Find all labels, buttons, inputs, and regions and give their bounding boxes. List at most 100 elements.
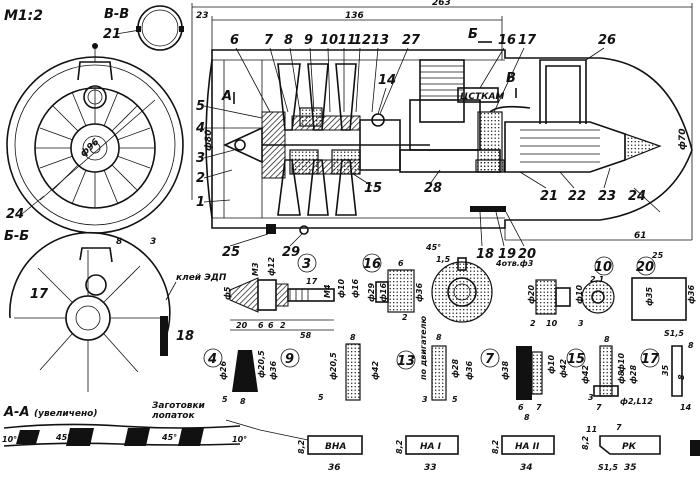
callout-17-bb: 17 [30, 287, 49, 302]
p15-d28: ф28 [629, 364, 638, 384]
callout-14: 14 [378, 73, 396, 88]
callout-10: 10 [320, 33, 338, 48]
part-13-id: 13 [397, 354, 415, 369]
callout-12: 12 [353, 33, 371, 48]
p17-8a: 8 [688, 341, 694, 350]
engine-label: ЦСТКАМ [460, 92, 504, 102]
p13-d36: ф36 [465, 360, 474, 380]
part-7-id: 7 [485, 352, 495, 367]
p3-d5: ф5 [223, 286, 232, 300]
p16-d36: ф36 [415, 282, 424, 302]
p15-d2: ф2,L12 [620, 397, 653, 406]
callout-6: 6 [230, 33, 239, 48]
blade-3-name: НА II [515, 442, 540, 452]
callout-7: 7 [264, 33, 274, 48]
section-b-marker: Б [468, 27, 478, 42]
p10-10: 10 [546, 319, 558, 328]
p16-d29: ф29 [367, 282, 376, 302]
callout-5: 5 [196, 99, 205, 114]
callout-11: 11 [338, 33, 356, 48]
front-view: ф96 24 [6, 43, 184, 234]
part-20: 20 25 ф35 ф36 [631, 251, 696, 321]
callout-18-bb: 18 [176, 329, 194, 344]
part-9: 9 8 ф20,5 ф42 5 [280, 333, 380, 402]
callout-21: 21 [540, 189, 558, 204]
p16-6: 6 [398, 259, 404, 268]
section-aa: А-А (увеличено) Заготовки лопаток 10° 45… [2, 401, 247, 447]
dim-length: 136 [345, 11, 364, 21]
callout-22: 22 [568, 189, 586, 204]
section-vv-label: В-В [104, 7, 129, 22]
p7-d10: ф10 [547, 354, 556, 374]
section-bb: Б-Б 8 3 17 18 клей ЭДП [4, 229, 227, 392]
callout-13: 13 [371, 33, 389, 48]
blanks-line2: лопаток [152, 411, 195, 421]
p4-8: 8 [240, 397, 246, 406]
part-3-id: 3 [302, 257, 311, 272]
p3-m4: М4 [323, 284, 332, 298]
p15-7: 7 [596, 403, 602, 412]
p3-m3: М3 [251, 262, 260, 276]
p17-35: 35 [661, 364, 670, 376]
blade-4-w: 35 [624, 463, 637, 473]
part-20-id: 20 [636, 260, 654, 275]
p3-d16: ф16 [351, 278, 360, 298]
blade-1-h: 8,2 [297, 439, 306, 454]
p16-d16: ф16 [379, 282, 388, 302]
part-15-id: 15 [567, 352, 585, 367]
p10-d10: ф10 [575, 284, 584, 304]
section-bb-label: Б-Б [4, 229, 29, 244]
p16-15: 1,5 [436, 255, 451, 264]
callout-23: 23 [598, 189, 616, 204]
callout-2: 2 [196, 171, 205, 186]
callout-3: 3 [196, 151, 205, 166]
blade-4-h: 8,2 [581, 435, 590, 450]
p10-2: 2 [530, 319, 536, 328]
blade-4-s: S1,5 [598, 463, 618, 472]
p3-17: 17 [306, 277, 318, 286]
callout-15: 15 [364, 181, 382, 196]
p15-d8: ф8 [617, 370, 626, 384]
part-10: 10 ф20 ф10 2,1 2 10 3 [527, 256, 615, 328]
blade-2-w: 33 [424, 463, 437, 473]
blade-4-7: 7 [616, 423, 622, 432]
p3-20: 20 [236, 321, 248, 330]
p4-5: 5 [222, 395, 228, 404]
p3-d10: ф10 [337, 278, 346, 298]
p4-d36: ф36 [269, 360, 278, 380]
section-aa-note: (увеличено) [34, 409, 97, 419]
p9-8: 8 [350, 333, 356, 342]
p13-5: 5 [452, 395, 458, 404]
p7-d42: ф42 [559, 358, 568, 378]
p9-d42: ф42 [371, 360, 380, 380]
part-7: 7 ф38 ф10 ф42 6 7 8 [480, 346, 568, 422]
p10-3: 3 [578, 319, 584, 328]
p15-8: 8 [604, 335, 610, 344]
part-13: 13 по двигателю 8 ф28 ф36 3 5 [396, 316, 474, 404]
p17-8b: 8 [677, 374, 686, 380]
callout-20: 20 [518, 247, 536, 262]
callout-19: 19 [498, 247, 516, 262]
blade-2-name: НА I [420, 442, 442, 452]
callout-18: 18 [476, 247, 494, 262]
p3-6b: 6 [268, 321, 274, 330]
callout-29: 29 [282, 245, 300, 260]
blade-blanks: ВНА 36 8,2 НА I 33 8,2 НА II 34 8,2 РК 3… [225, 419, 661, 473]
p25-d36: ф36 [687, 284, 696, 304]
by-engine-note: по двигателю [419, 316, 428, 380]
dim-d70: ф70 [678, 129, 688, 150]
p9-5: 5 [318, 393, 324, 402]
blade-1-w: 36 [328, 463, 341, 473]
dim-d80: ф80 [204, 130, 214, 151]
section-vv: В-В 21 [103, 5, 184, 51]
section-a-marker: А [221, 89, 232, 104]
p13-3: 3 [422, 395, 428, 404]
main-view: 2 6 3 136 23 [191, 0, 693, 241]
part-17-id: 17 [641, 352, 660, 367]
part-10-id: 10 [594, 260, 612, 275]
callout-27: 27 [402, 33, 421, 48]
p16-45: 45° [425, 243, 441, 252]
dim-bb-8: 8 [116, 237, 122, 247]
blade-1-name: ВНА [325, 442, 346, 452]
